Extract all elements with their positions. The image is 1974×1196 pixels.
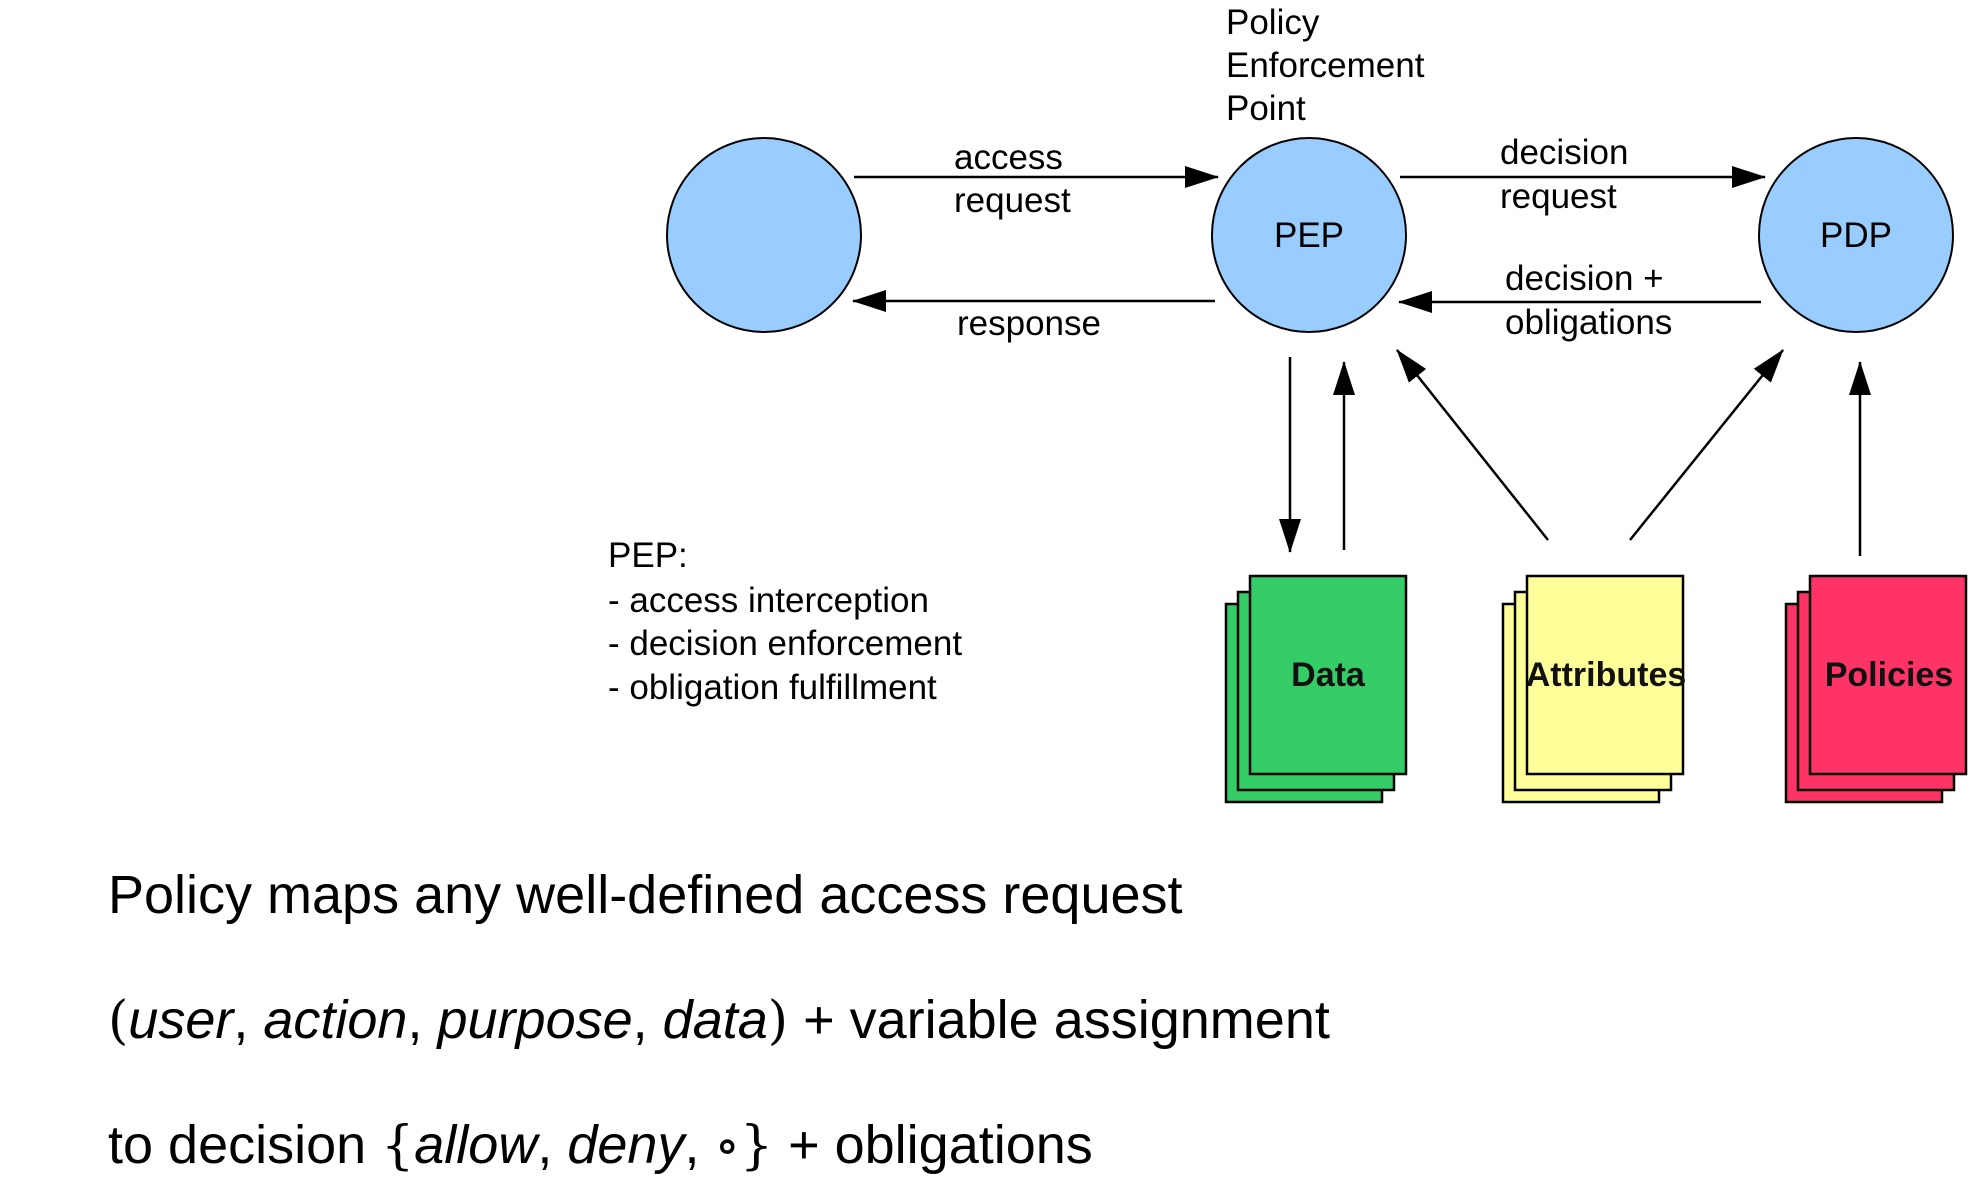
pep-header-line-3: Point xyxy=(1226,89,1306,128)
data-document-stack: Data xyxy=(1224,574,1408,804)
pep-header-line-2: Enforcement xyxy=(1226,46,1425,85)
user-term: user xyxy=(128,990,234,1050)
pep-notes-item: - obligation fulfillment xyxy=(608,668,937,707)
open-brace: { xyxy=(381,1116,415,1176)
caption-line-3: to decision {allow, deny, ∘} + obligatio… xyxy=(108,1118,1093,1172)
undetermined-symbol: ∘ xyxy=(714,1116,740,1176)
attributes-document-stack: Attributes xyxy=(1501,574,1687,804)
caption-line-3-prefix: to decision xyxy=(108,1115,382,1175)
caption-line-2: (user, action, purpose, data) + variable… xyxy=(108,993,1330,1047)
access-control-diagram: Policy Enforcement Point PEP PDP access … xyxy=(608,3,1968,804)
action-term: action xyxy=(263,990,408,1050)
purpose-term: purpose xyxy=(437,990,633,1050)
data-document-label: Data xyxy=(1291,656,1366,694)
response-label: response xyxy=(957,304,1101,343)
decision-request-label-line-1: decision xyxy=(1500,133,1628,172)
pdp-node: PDP xyxy=(1758,137,1954,333)
allow-term: allow xyxy=(414,1115,538,1175)
caption-line-2-tail: + variable assignment xyxy=(788,990,1330,1050)
caption-line-3-tail: + obligations xyxy=(773,1115,1093,1175)
separator: , xyxy=(684,1115,715,1175)
decision-obligations-label-line-2: obligations xyxy=(1505,303,1672,342)
pep-header-line-1: Policy xyxy=(1226,3,1320,42)
close-paren: ) xyxy=(767,991,789,1051)
attributes-to-pdp-arrow xyxy=(1629,349,1784,541)
decision-request-label-line-2: request xyxy=(1500,177,1617,216)
policies-document-label: Policies xyxy=(1825,656,1954,694)
separator: , xyxy=(233,990,264,1050)
access-request-label-line-2: request xyxy=(954,181,1071,220)
separator: , xyxy=(407,990,438,1050)
pep-notes-title: PEP: xyxy=(608,536,688,575)
policies-document-stack: Policies xyxy=(1784,574,1968,804)
pep-node: PEP xyxy=(1211,137,1407,333)
caption-line-1-text: Policy maps any well-defined access requ… xyxy=(108,865,1183,925)
pep-notes-item: - access interception xyxy=(608,581,929,620)
attributes-to-pep-arrow xyxy=(1396,349,1549,541)
decision-obligations-label-line-1: decision + xyxy=(1505,259,1664,298)
data-term: data xyxy=(662,990,768,1050)
separator: , xyxy=(632,990,663,1050)
attributes-document-label: Attributes xyxy=(1526,656,1687,694)
caption-line-1: Policy maps any well-defined access requ… xyxy=(108,868,1183,922)
close-brace: } xyxy=(739,1116,774,1176)
pdp-node-label: PDP xyxy=(1820,216,1892,255)
deny-term: deny xyxy=(567,1115,685,1175)
separator: , xyxy=(537,1115,568,1175)
open-paren: ( xyxy=(108,991,129,1051)
access-request-label-line-1: access xyxy=(954,138,1063,177)
client-node xyxy=(666,137,862,333)
pep-node-label: PEP xyxy=(1274,216,1344,255)
pep-notes: PEP: - access interception - decision en… xyxy=(608,536,962,707)
pep-notes-item: - decision enforcement xyxy=(608,624,962,663)
